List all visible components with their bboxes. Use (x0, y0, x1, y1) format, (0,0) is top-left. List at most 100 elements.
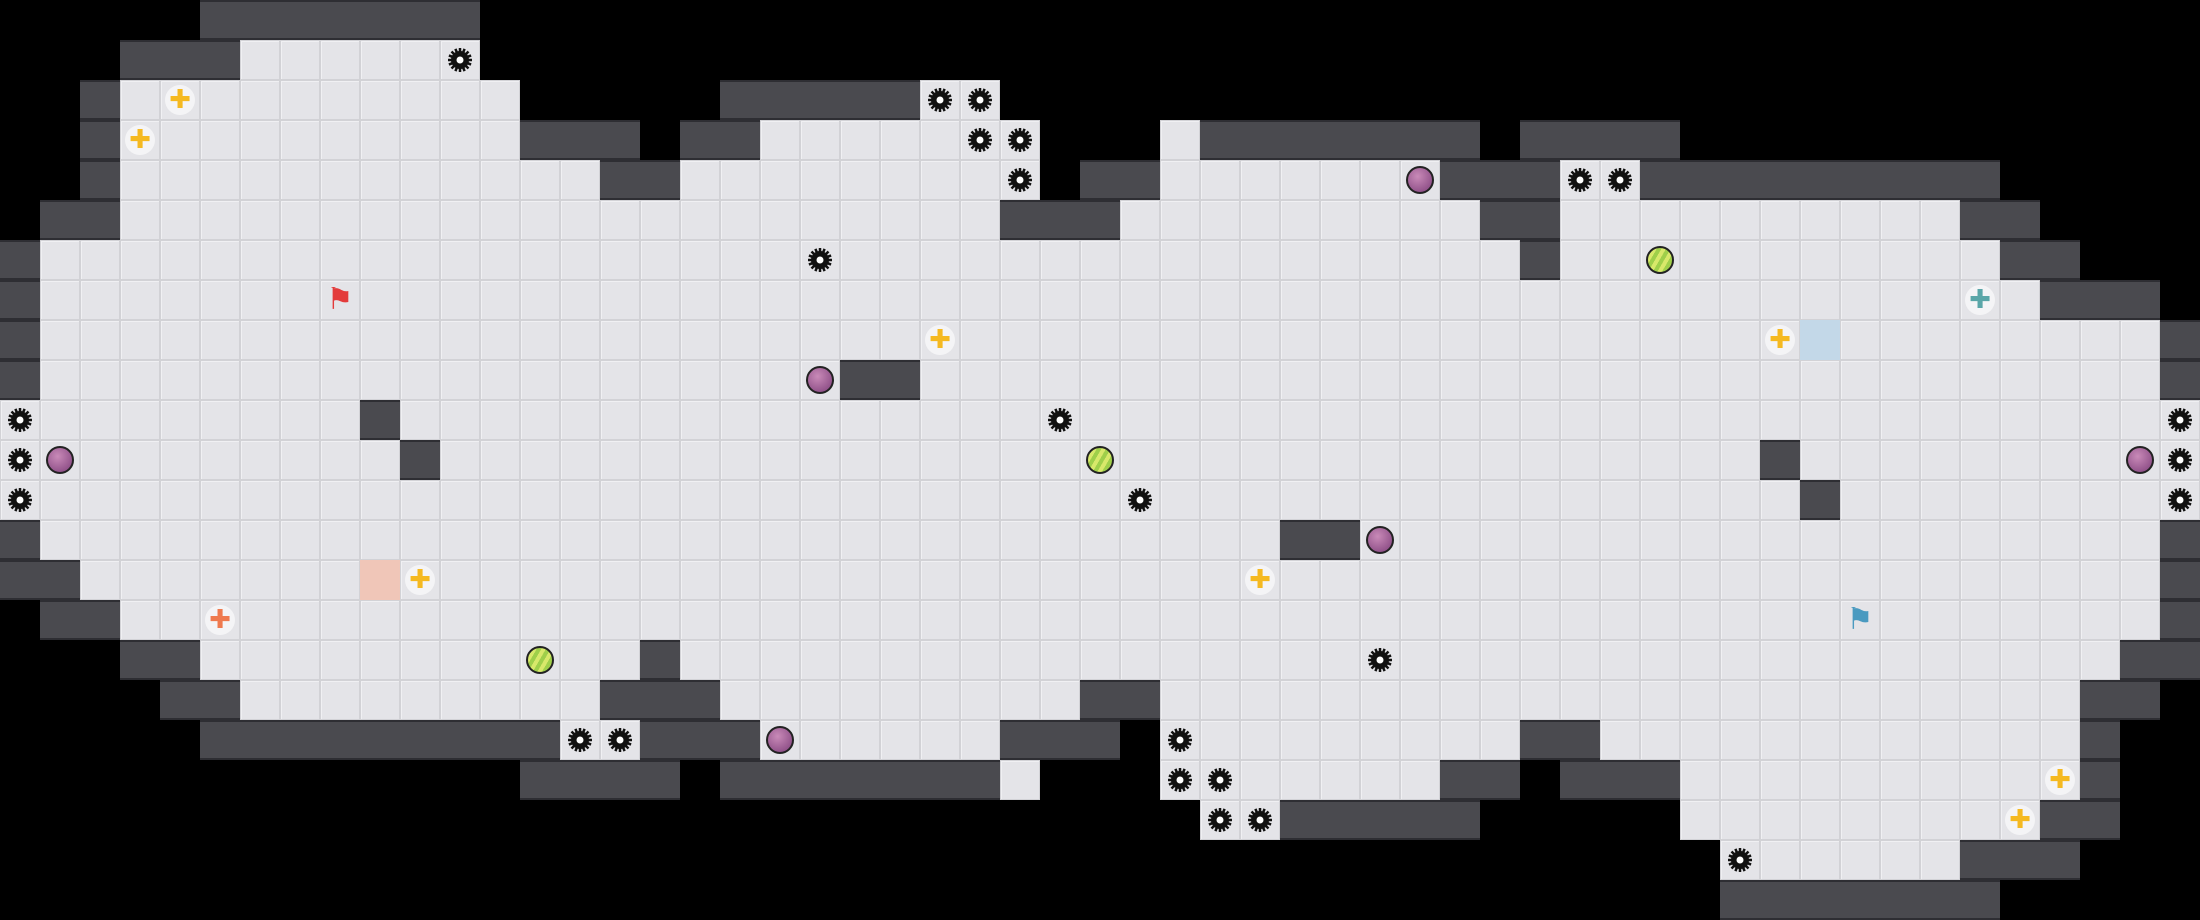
purple-ball-shape (2126, 446, 2154, 474)
floor-tile (320, 320, 360, 360)
wall-tile (920, 760, 960, 800)
purple-ball-shape (766, 726, 794, 754)
floor-tile (200, 160, 240, 200)
wall-tile (2040, 280, 2080, 320)
floor-tile (1280, 360, 1320, 400)
floor-tile (360, 200, 400, 240)
floor-tile (1840, 840, 1880, 880)
floor-tile (320, 440, 360, 480)
floor-tile (1520, 560, 1560, 600)
floor-tile (840, 640, 880, 680)
floor-tile (800, 560, 840, 600)
floor-tile (960, 480, 1000, 520)
floor-tile (160, 200, 200, 240)
floor-tile (1920, 240, 1960, 280)
yellow-boost-icon-shape: ✚ (925, 325, 955, 355)
floor-tile (520, 680, 560, 720)
floor-tile (1560, 640, 1600, 680)
floor-tile (1760, 720, 1800, 760)
floor-tile (1880, 240, 1920, 280)
floor-tile (1600, 440, 1640, 480)
floor-tile (800, 400, 840, 440)
floor-tile (1000, 640, 1040, 680)
floor-tile (880, 400, 920, 440)
floor-tile (2120, 400, 2160, 440)
floor-tile (1200, 600, 1240, 640)
floor-tile (1480, 680, 1520, 720)
floor-tile (560, 600, 600, 640)
floor-tile (280, 200, 320, 240)
floor-tile (1880, 760, 1920, 800)
wall-tile (80, 200, 120, 240)
floor-tile (560, 280, 600, 320)
floor-tile (2080, 640, 2120, 680)
floor-tile (1840, 760, 1880, 800)
floor-tile (80, 360, 120, 400)
floor-tile (400, 160, 440, 200)
wall-tile (880, 80, 920, 120)
floor-tile (1600, 640, 1640, 680)
floor-tile (720, 600, 760, 640)
floor-tile (880, 640, 920, 680)
floor-tile (1800, 760, 1840, 800)
floor-tile (1240, 320, 1280, 360)
floor-tile (1680, 640, 1720, 680)
floor-tile (1280, 680, 1320, 720)
floor-tile (680, 320, 720, 360)
floor-tile (2000, 760, 2040, 800)
floor-tile (1680, 360, 1720, 400)
floor-tile (1920, 720, 1960, 760)
spike-icon (1560, 160, 1600, 200)
floor-tile (2040, 560, 2080, 600)
floor-tile (1720, 200, 1760, 240)
floor-tile (1440, 200, 1480, 240)
floor-tile (1600, 320, 1640, 360)
yellow-boost-icon-shape: ✚ (2045, 765, 2075, 795)
floor-tile (360, 320, 400, 360)
wall-tile (560, 760, 600, 800)
yellow-boost-icon: ✚ (920, 320, 960, 360)
floor-tile (600, 640, 640, 680)
spike-icon (0, 480, 40, 520)
green-ball-shape (1646, 246, 1674, 274)
floor-tile (800, 640, 840, 680)
floor-tile (480, 680, 520, 720)
floor-tile (760, 120, 800, 160)
floor-tile (600, 480, 640, 520)
floor-tile (1200, 400, 1240, 440)
floor-tile (1080, 240, 1120, 280)
floor-tile (160, 320, 200, 360)
floor-tile (1920, 360, 1960, 400)
floor-tile (760, 200, 800, 240)
green-ball (1640, 240, 1680, 280)
yellow-boost-icon-shape: ✚ (165, 85, 195, 115)
floor-tile (1760, 800, 1800, 840)
floor-tile (720, 400, 760, 440)
floor-tile (560, 360, 600, 400)
floor-tile (1960, 400, 2000, 440)
floor-tile (1400, 520, 1440, 560)
floor-tile (720, 480, 760, 520)
floor-tile (920, 720, 960, 760)
floor-tile (1800, 720, 1840, 760)
floor-tile (1160, 680, 1200, 720)
wall-tile (80, 600, 120, 640)
floor-tile (1160, 320, 1200, 360)
floor-tile (240, 360, 280, 400)
floor-tile (1680, 440, 1720, 480)
floor-tile (520, 240, 560, 280)
wall-tile (40, 600, 80, 640)
floor-tile (440, 640, 480, 680)
floor-tile (480, 640, 520, 680)
floor-tile (840, 520, 880, 560)
floor-tile (720, 560, 760, 600)
floor-tile (200, 80, 240, 120)
wall-tile (720, 120, 760, 160)
floor-tile (1000, 560, 1040, 600)
wall-tile (240, 720, 280, 760)
floor-tile (320, 200, 360, 240)
wall-tile (1080, 200, 1120, 240)
floor-tile (1000, 480, 1040, 520)
wall-tile (1520, 120, 1560, 160)
floor-tile (440, 280, 480, 320)
